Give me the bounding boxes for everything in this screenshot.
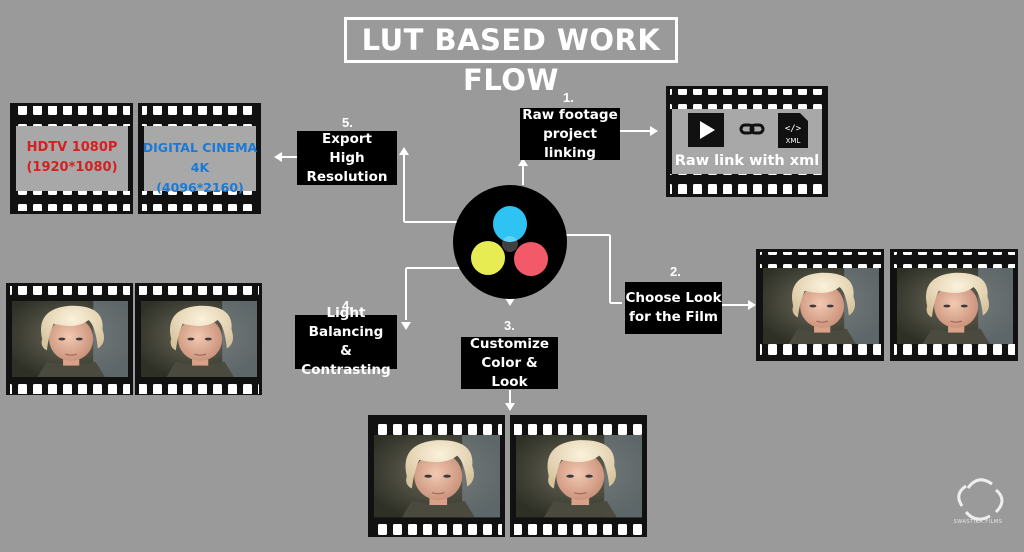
step-number-2: 2. <box>670 264 681 279</box>
xml-file-icon <box>778 113 808 148</box>
step-5-line-1: Export <box>322 130 372 147</box>
step-1-line-2: project linking <box>543 125 597 161</box>
step-box-raw-footage: Raw footage project linking <box>520 106 620 161</box>
step-box-customize: Customize Color & Look <box>461 335 558 390</box>
hdtv-line-1: HDTV 1080P <box>26 140 118 155</box>
step-2-line-1: Choose Look <box>625 290 722 306</box>
hdtv-line-2: (1920*1080) <box>26 160 118 175</box>
step-2-line-2: for the Film <box>629 309 718 325</box>
film-strip-raw-link: </> <box>666 86 828 197</box>
step-5-line-2: High Resolution <box>306 149 388 185</box>
watermark-text: SWASTIKA FILMS <box>953 519 1003 525</box>
step-number-5: 5. <box>342 115 353 130</box>
davinci-resolve-logo <box>453 185 567 299</box>
step-box-light-balancing: Light Balancing & Contrasting <box>295 305 397 378</box>
step-3-line-1: Customize <box>470 335 549 352</box>
step-3-line-2: Color & Look <box>481 354 538 390</box>
hdtv-label: HDTV 1080P (1920*1080) <box>16 138 128 178</box>
cinema-line-1: DIGITAL CINEMA 4K <box>142 140 258 175</box>
link-icon <box>739 123 765 135</box>
step-box-choose-look: Choose Look for the Film <box>625 282 722 334</box>
swastika-films-logo <box>957 478 1004 521</box>
svg-text:</>: </> <box>785 124 802 134</box>
play-icon <box>700 121 715 139</box>
step-4-line-1: Light Balancing <box>308 305 384 340</box>
film-strip-look-1 <box>756 249 884 361</box>
cinema-label: DIGITAL CINEMA 4K (4096*2160) <box>142 138 258 198</box>
film-strip-balance-2 <box>135 283 262 395</box>
page-title: LUT BASED WORK FLOW <box>344 17 678 97</box>
film-strip-cinema <box>138 103 261 214</box>
step-number-1: 1. <box>563 90 574 105</box>
film-strip-customize-2 <box>510 415 647 537</box>
step-number-4: 4. <box>342 298 353 313</box>
xml-icon-label: XML <box>785 137 801 145</box>
film-strip-look-2 <box>890 249 1018 361</box>
arrowheads <box>274 126 756 411</box>
film-strip-hdtv <box>10 103 133 214</box>
step-4-line-2: & Contrasting <box>301 343 391 378</box>
step-box-export: Export High Resolution <box>297 131 397 185</box>
step-1-line-1: Raw footage <box>522 106 618 123</box>
film-strip-customize-1 <box>368 415 505 537</box>
raw-link-label: Raw link with xml <box>674 153 820 169</box>
step-number-3: 3. <box>504 318 515 333</box>
film-strip-balance-1 <box>6 283 133 395</box>
cinema-line-2: (4096*2160) <box>156 180 244 195</box>
